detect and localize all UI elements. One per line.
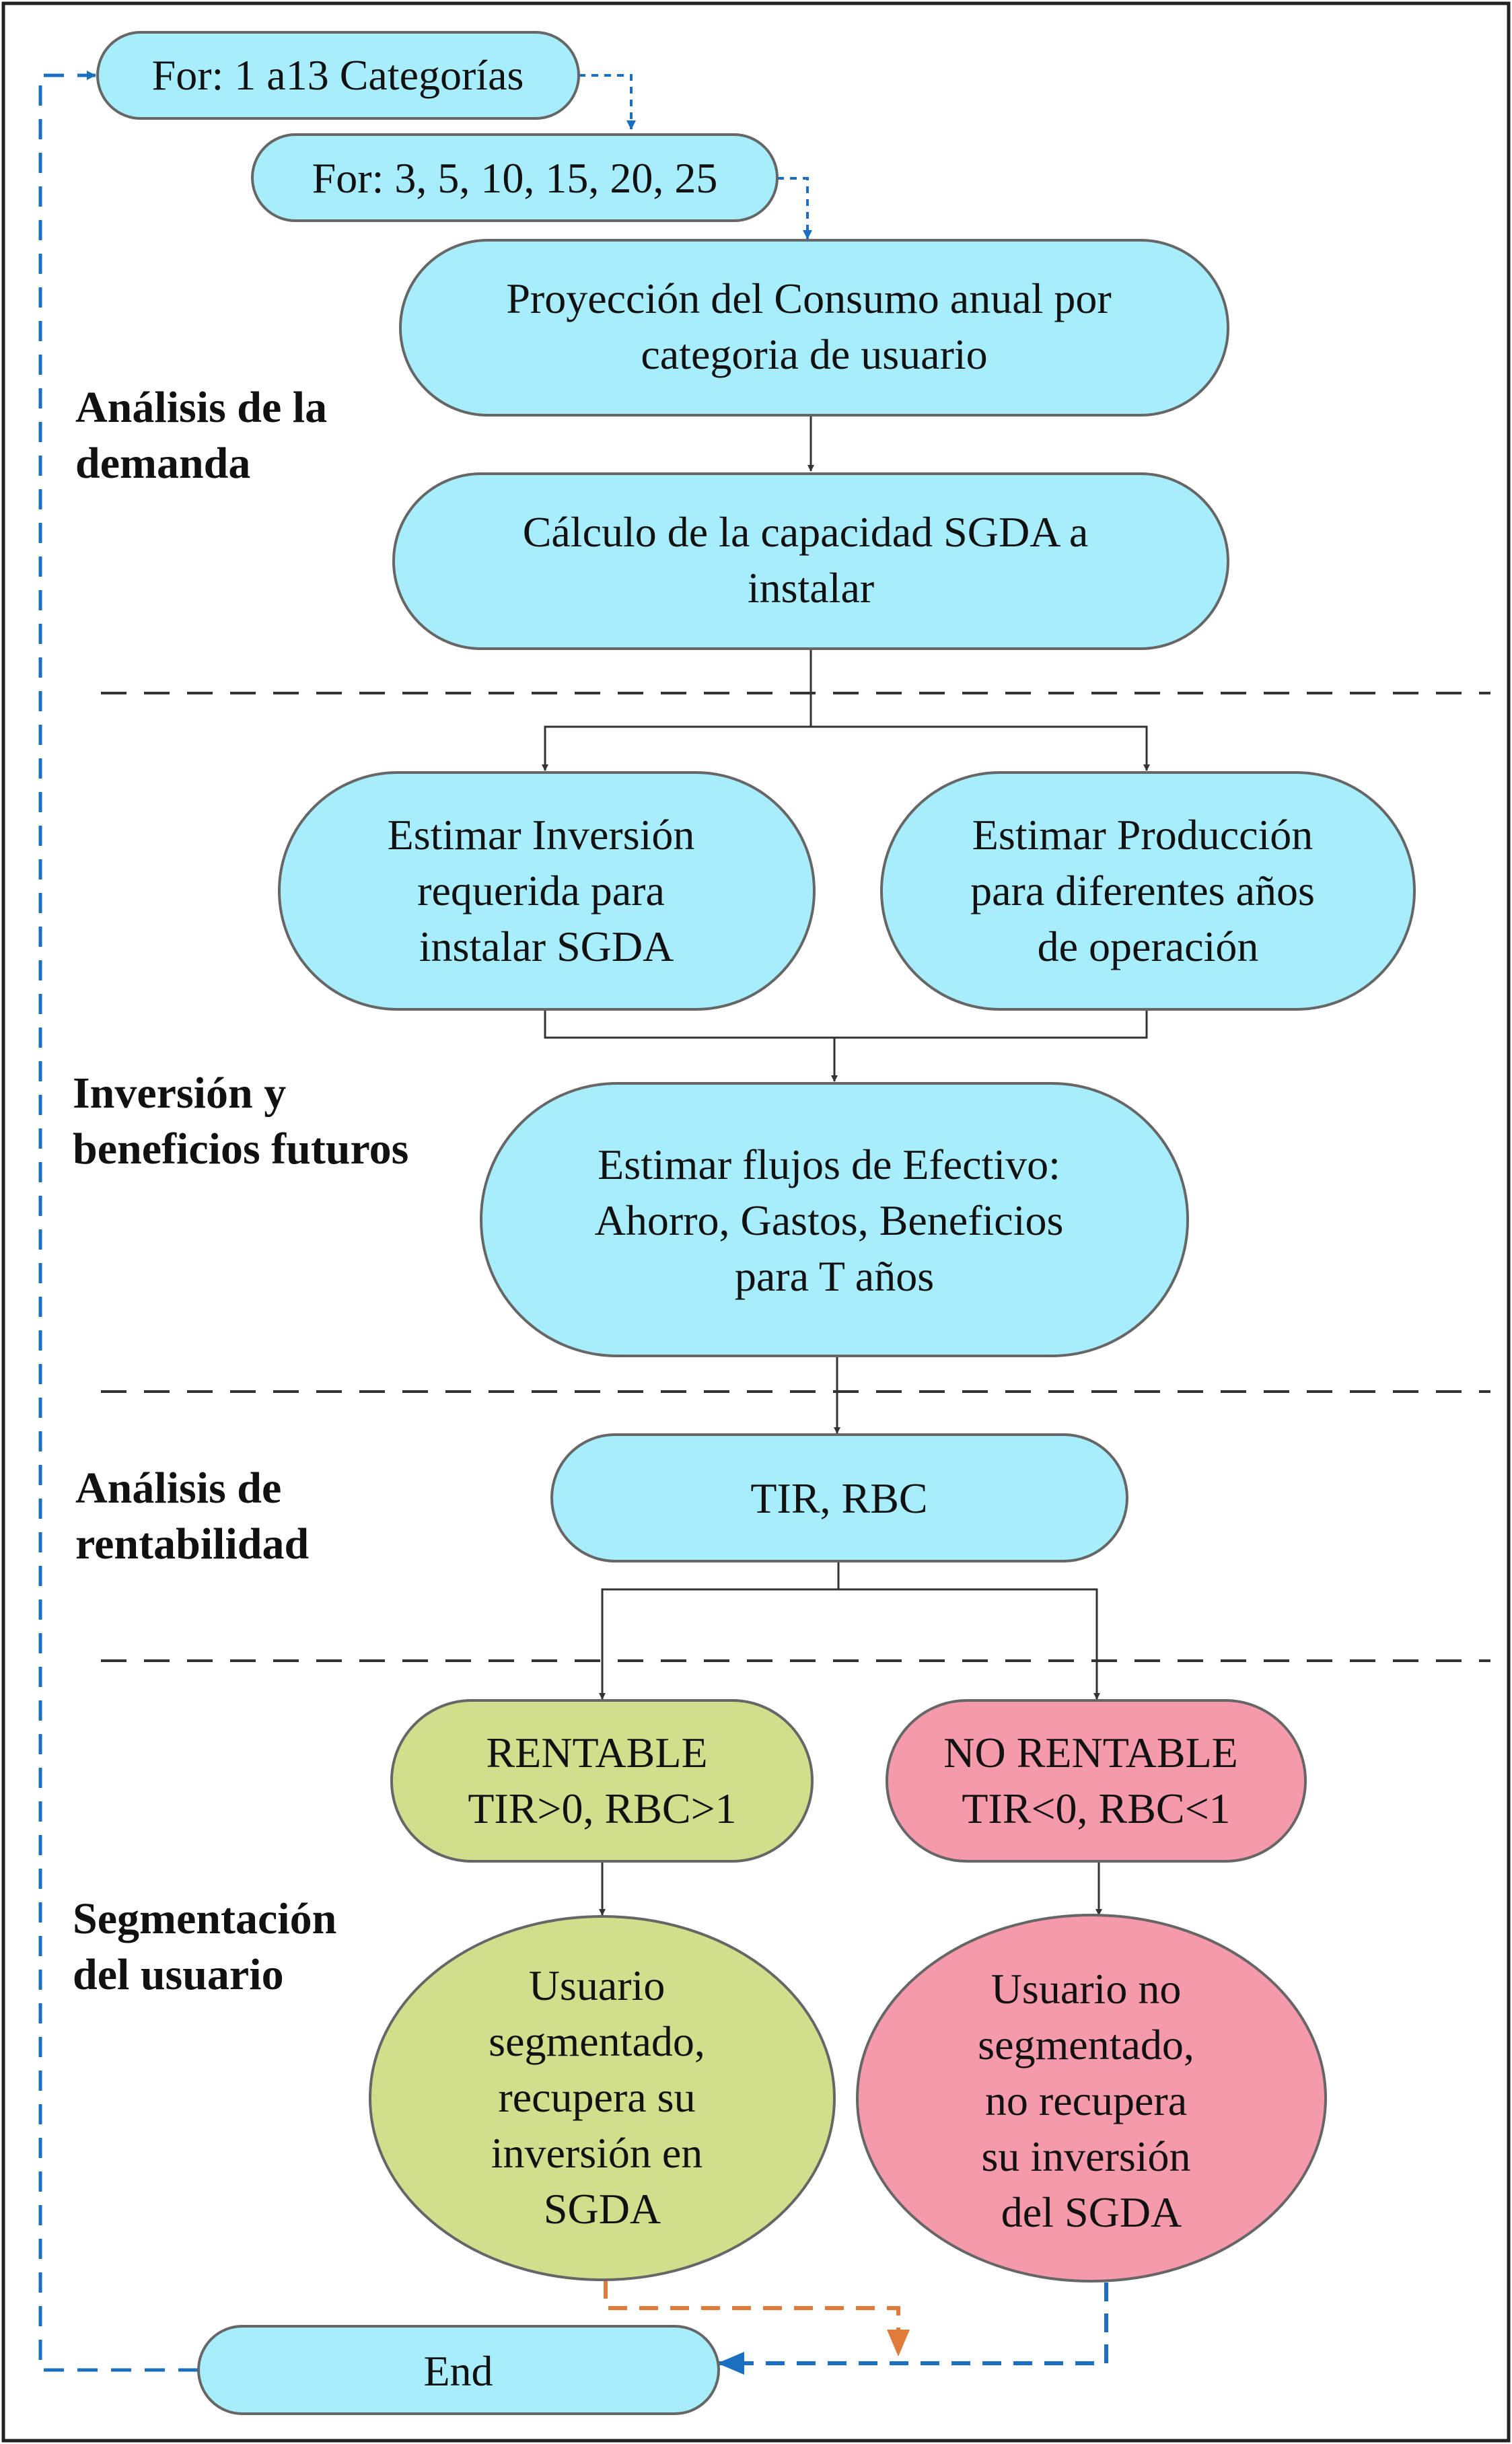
investment-estimate-label: Estimar Inversión requerida para instala… [388, 811, 706, 970]
end-node[interactable]: End [197, 2325, 720, 2415]
cash-flows-node[interactable]: Estimar flujos de Efectivo: Ahorro, Gast… [480, 1082, 1189, 1357]
connector [838, 1588, 1100, 1700]
segmented-user-node[interactable]: Usuario segmentado, recupera su inversió… [369, 1915, 836, 2281]
investment-estimate-node[interactable]: Estimar Inversión requerida para instala… [278, 771, 816, 1011]
flow-connectors [542, 415, 1150, 1916]
profitable-node[interactable]: RENTABLE TIR>0, RBC>1 [390, 1699, 814, 1863]
for-categories-label: For: 1 a13 Categorías [152, 51, 524, 99]
cash-flows-label: Estimar flujos de Efectivo: Ahorro, Gast… [595, 1141, 1075, 1300]
capacity-label: Cálculo de la capacidad SGDA a instalar [523, 508, 1100, 612]
non-segmented-user-node[interactable]: Usuario no segmentado, no recupera su in… [856, 1914, 1327, 2283]
connector [811, 725, 1150, 771]
connector [542, 649, 812, 771]
loop-connector [579, 74, 636, 130]
connector [599, 1561, 840, 1700]
section-label-segmentation: Segmentación del usuario [73, 1894, 348, 1999]
non-segmented-user-label: Usuario no segmentado, no recupera su in… [978, 1965, 1205, 2236]
for-years-label: For: 3, 5, 10, 15, 20, 25 [312, 154, 718, 202]
section-label-investment: Inversión y beneficios futuros [73, 1069, 408, 1174]
loop-connector [777, 177, 812, 240]
section-label-profitability: Análisis de rentabilidad [75, 1464, 309, 1569]
non-segmented-to-end-arrow [717, 2283, 1108, 2375]
projection-label: Proyección del Consumo anual por categor… [506, 275, 1122, 378]
connector [544, 1009, 1148, 1039]
for-categories-node[interactable]: For: 1 a13 Categorías [96, 31, 580, 120]
capacity-node[interactable]: Cálculo de la capacidad SGDA a instalar [392, 472, 1229, 650]
projection-node[interactable]: Proyección del Consumo anual por categor… [399, 239, 1229, 417]
segmented-user-label: Usuario segmentado, recupera su inversió… [489, 1962, 716, 2233]
production-estimate-node[interactable]: Estimar Producción para diferentes años … [880, 771, 1416, 1011]
not-profitable-node[interactable]: NO RENTABLE TIR<0, RBC<1 [886, 1699, 1307, 1863]
not-profitable-label: NO RENTABLE TIR<0, RBC<1 [943, 1729, 1249, 1832]
for-years-node[interactable]: For: 3, 5, 10, 15, 20, 25 [251, 133, 779, 222]
end-label: End [423, 2347, 493, 2395]
production-estimate-label: Estimar Producción para diferentes años … [970, 811, 1326, 970]
segmented-to-end-arrow [604, 2280, 910, 2357]
section-label-demand: Análisis de la demanda [75, 383, 338, 488]
profitable-label: RENTABLE TIR>0, RBC>1 [468, 1729, 736, 1832]
indicators-label: TIR, RBC [750, 1474, 927, 1522]
loop-back-arrow [38, 71, 199, 2372]
indicators-node[interactable]: TIR, RBC [550, 1433, 1128, 1562]
